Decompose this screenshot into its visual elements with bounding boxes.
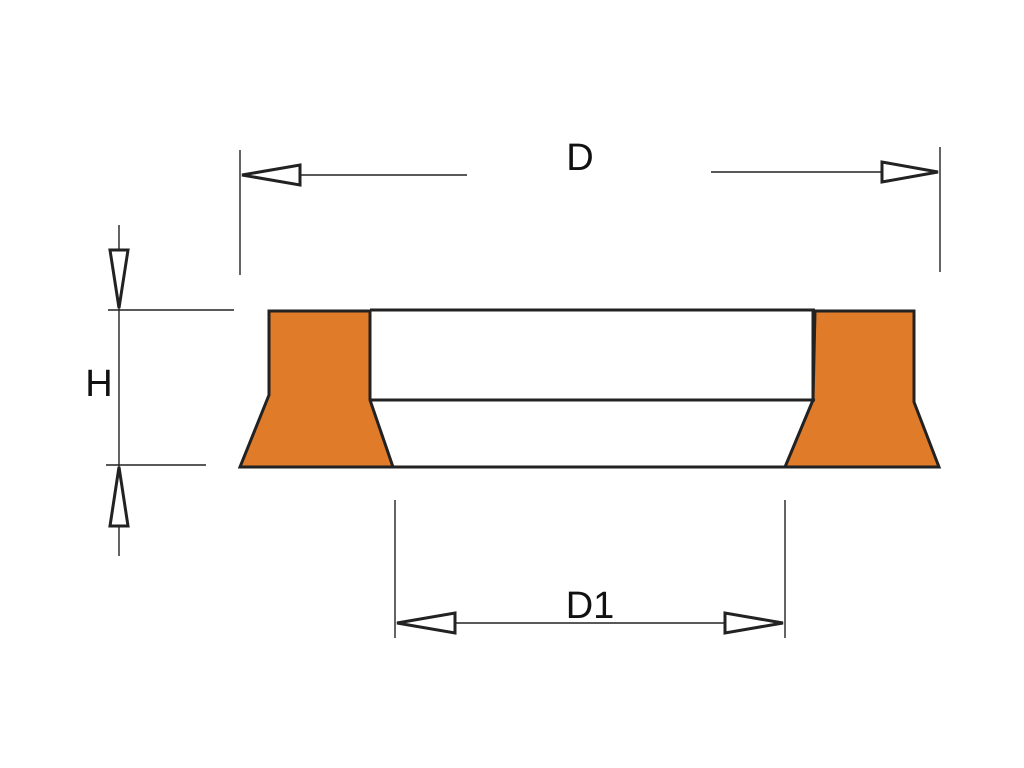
arrowhead-h-bottom: [108, 466, 130, 528]
arrowhead-d-right: [880, 160, 939, 184]
dimension-d: D: [239, 137, 941, 275]
label-d: D: [566, 137, 593, 179]
cutter-left-segment: [237, 309, 396, 469]
label-d1: D1: [566, 585, 615, 627]
arrowhead-d1-left: [396, 611, 457, 635]
dimension-d1: D1: [394, 500, 786, 638]
arrowhead-d1-right: [723, 611, 784, 635]
arrowhead-h-top: [108, 248, 130, 309]
cutter-profile: [237, 308, 942, 469]
cutter-right-segment: [782, 309, 942, 469]
label-h: H: [85, 363, 112, 405]
arrowhead-d-left: [241, 163, 302, 187]
dimension-h: H: [85, 225, 234, 556]
